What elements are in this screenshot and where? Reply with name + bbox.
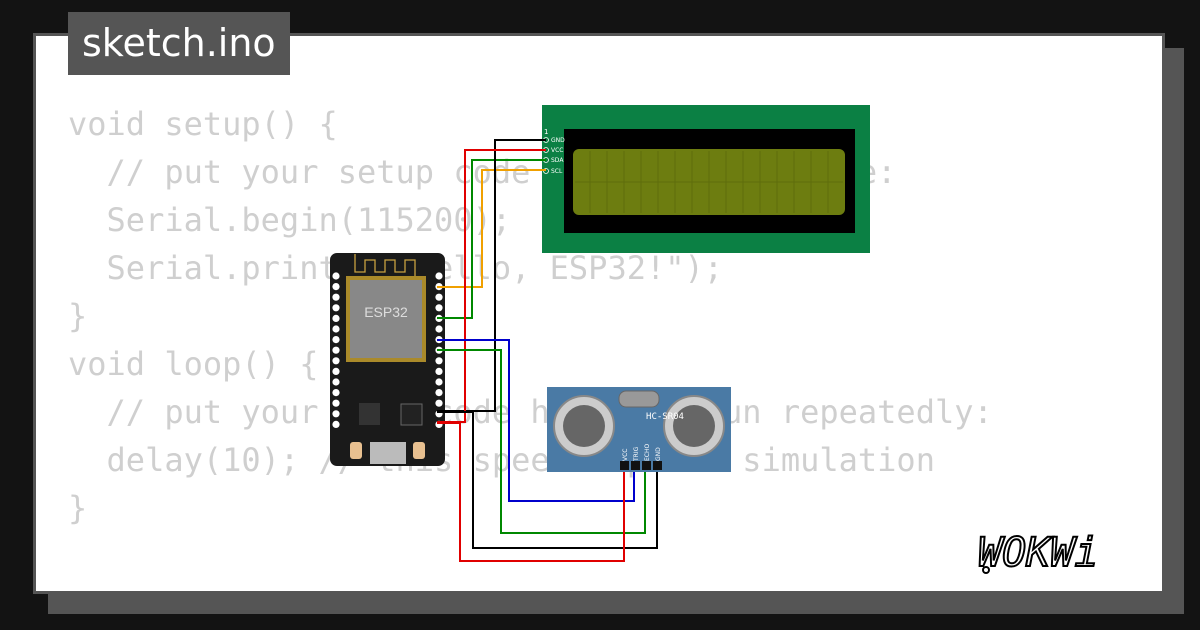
code-line: Serial.println("Hello, ESP32!"); <box>106 249 724 287</box>
esp32-pin <box>332 367 340 375</box>
ultrasonic-sensor[interactable]: HC-SR04 VCC TRIG ECHO GND <box>547 387 731 472</box>
sensor-pin-label: VCC <box>622 449 629 461</box>
usb-connector <box>370 442 406 464</box>
esp32-pin <box>332 336 340 344</box>
esp32-pin <box>332 410 340 418</box>
boot-button <box>350 442 362 459</box>
wire-vcc-sensor <box>437 422 625 562</box>
lcd-pin-label: VCC <box>551 147 563 154</box>
logo-curl <box>982 566 990 574</box>
code-line: Serial.begin(115200); <box>68 201 512 239</box>
lcd-pin-marker: 1 <box>544 128 548 136</box>
esp32-pin <box>332 314 340 322</box>
esp32-chip <box>350 280 422 358</box>
esp32-pin <box>332 389 340 397</box>
code-line: void setup() { <box>68 105 338 143</box>
esp32-pin <box>332 357 340 365</box>
wire-trig <box>437 339 635 502</box>
wire-gnd-lcd <box>437 139 546 412</box>
crystal-oscillator <box>618 390 660 408</box>
esp32-pin <box>332 283 340 291</box>
lcd-display[interactable]: 1 GND VCC SDA SCL <box>542 105 870 253</box>
esp32-pin <box>332 304 340 312</box>
en-button <box>413 442 425 459</box>
esp32-pin <box>435 399 443 407</box>
esp32-pin <box>332 293 340 301</box>
esp32-chip-label: ESP32 <box>364 304 408 320</box>
lcd-pin-label: SDA <box>551 157 564 164</box>
wire-group <box>437 139 658 562</box>
wire-sda <box>437 159 546 319</box>
esp32-pin <box>435 357 443 365</box>
filename-tab[interactable]: sketch.ino <box>68 12 290 75</box>
esp32-pin <box>435 304 443 312</box>
wire-gnd-sensor <box>437 411 658 549</box>
sensor-pin-label: TRIG <box>633 446 640 462</box>
esp32-pin <box>435 293 443 301</box>
transducer-left-mesh <box>563 405 605 447</box>
wire-echo <box>437 349 646 534</box>
esp32-pin <box>332 272 340 280</box>
antenna-trace <box>354 254 416 278</box>
code-line: } <box>68 297 88 335</box>
esp32-pin <box>435 367 443 375</box>
usb-uart-chip <box>400 403 423 426</box>
sensor-pin <box>642 461 651 470</box>
sensor-pin-label: GND <box>655 447 662 461</box>
wire-scl <box>437 169 546 288</box>
esp32-pin <box>332 346 340 354</box>
logo-text: WOKWi <box>978 530 1098 576</box>
code-line: void loop() { <box>68 345 319 383</box>
sensor-pin <box>631 461 640 470</box>
esp32-pin <box>332 378 340 386</box>
esp32-pin <box>435 378 443 386</box>
lcd-pin-label: SCL <box>551 168 563 175</box>
esp32-pin <box>332 325 340 333</box>
transducer-right-mesh <box>673 405 715 447</box>
voltage-regulator <box>359 403 380 425</box>
wokwi-logo: WOKWi <box>977 528 1153 581</box>
esp32-pin <box>332 420 340 428</box>
sensor-pin-label: ECHO <box>644 444 651 461</box>
lcd-pin-label: GND <box>551 137 565 144</box>
sensor-model-label: HC-SR04 <box>646 412 684 422</box>
sensor-pin <box>653 461 662 470</box>
esp32-pin <box>435 325 443 333</box>
esp32-board[interactable]: ESP32 <box>330 253 445 466</box>
code-line: } <box>68 489 88 527</box>
esp32-pin <box>332 399 340 407</box>
esp32-pin <box>435 272 443 280</box>
sensor-pin <box>620 461 629 470</box>
esp32-pin <box>435 389 443 397</box>
